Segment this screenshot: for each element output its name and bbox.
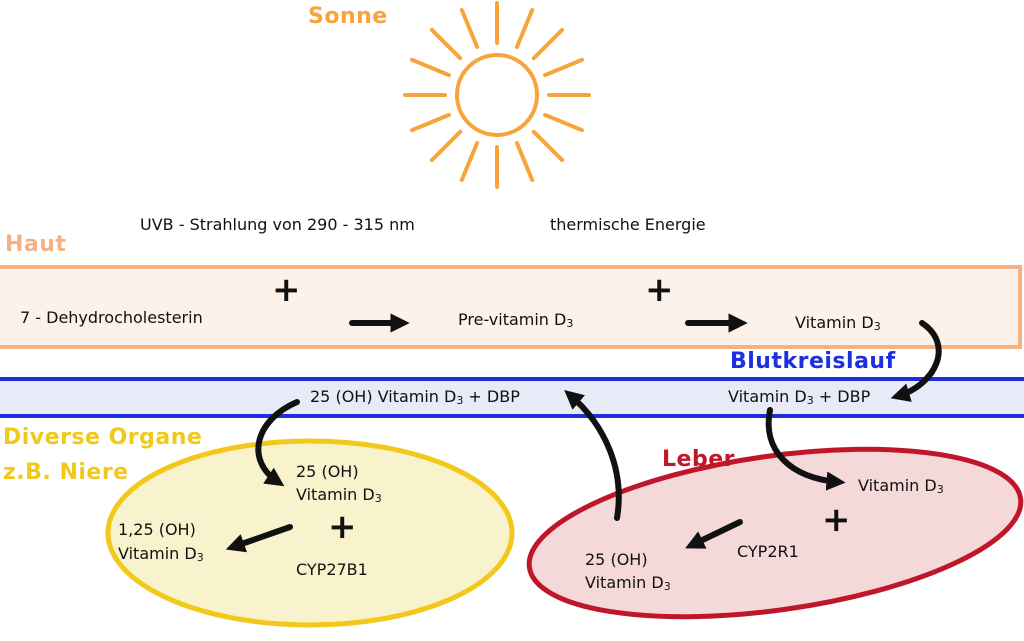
sun-ray <box>514 141 535 182</box>
arrow-organ-enzyme <box>225 524 293 553</box>
skin-label: Haut <box>5 232 67 257</box>
arrow-liver-to-blood <box>564 389 622 521</box>
skin-layer <box>0 265 1022 349</box>
liver-label: Leber <box>662 447 735 472</box>
blood-label: Blutkreislauf <box>730 349 896 374</box>
skin-vitamin-label: Vitamin D3 <box>795 313 881 333</box>
organ-ellipse <box>105 438 515 628</box>
sun-ray <box>531 129 565 163</box>
thermal-label: thermische Energie <box>550 215 706 234</box>
sun-ray <box>410 112 451 133</box>
liver-enzyme-label: CYP2R1 <box>737 542 799 561</box>
organ-product-line1: 1,25 (OH) <box>118 520 196 539</box>
plus-uvb: + <box>272 270 301 310</box>
organ-product-line2: Vitamin D3 <box>118 544 204 564</box>
sun-ray <box>459 141 480 182</box>
sun-ray <box>531 27 565 61</box>
sun-ray <box>514 8 535 49</box>
arrow-blood-to-organ <box>255 399 300 487</box>
sun-ray <box>429 27 463 61</box>
organs-label-line1: Diverse Organe <box>3 425 203 450</box>
liver-product-line1: 25 (OH) <box>585 550 648 569</box>
blood-oh-vitamin-dbp: 25 (OH) Vitamin D3 + DBP <box>310 387 520 407</box>
sun-ray <box>459 8 480 49</box>
sun-ray <box>429 129 463 163</box>
organ-oh25-line2: Vitamin D3 <box>296 485 382 505</box>
liver-plus: + <box>822 500 851 540</box>
uvb-label: UVB - Strahlung von 290 - 315 nm <box>140 215 415 234</box>
blood-band <box>0 379 1024 416</box>
organ-plus: + <box>328 507 357 547</box>
organ-oh25-line1: 25 (OH) <box>296 462 359 481</box>
arrow-skin-to-blood <box>890 320 942 402</box>
liver-product-line2: Vitamin D3 <box>585 573 671 593</box>
previtamin-label: Pre-vitamin D3 <box>458 310 574 330</box>
sun-icon <box>403 1 591 189</box>
sun-ray <box>410 57 451 78</box>
liver-vitamin-label: Vitamin D3 <box>858 476 944 496</box>
blood-vitamin-dbp: Vitamin D3 + DBP <box>728 387 871 407</box>
arrow-blood-to-liver <box>765 407 846 491</box>
sun-ray <box>543 57 584 78</box>
sun-ray <box>543 112 584 133</box>
plus-thermal: + <box>645 270 674 310</box>
organs-label-line2: z.B. Niere <box>3 460 129 485</box>
organ-enzyme-label: CYP27B1 <box>296 560 368 579</box>
dehydrocholesterol-label: 7 - Dehydrocholesterin <box>20 308 203 327</box>
liver-ellipse <box>526 446 1024 620</box>
arrow-liver-enzyme <box>685 519 743 549</box>
sun-label: Sonne <box>308 4 388 29</box>
